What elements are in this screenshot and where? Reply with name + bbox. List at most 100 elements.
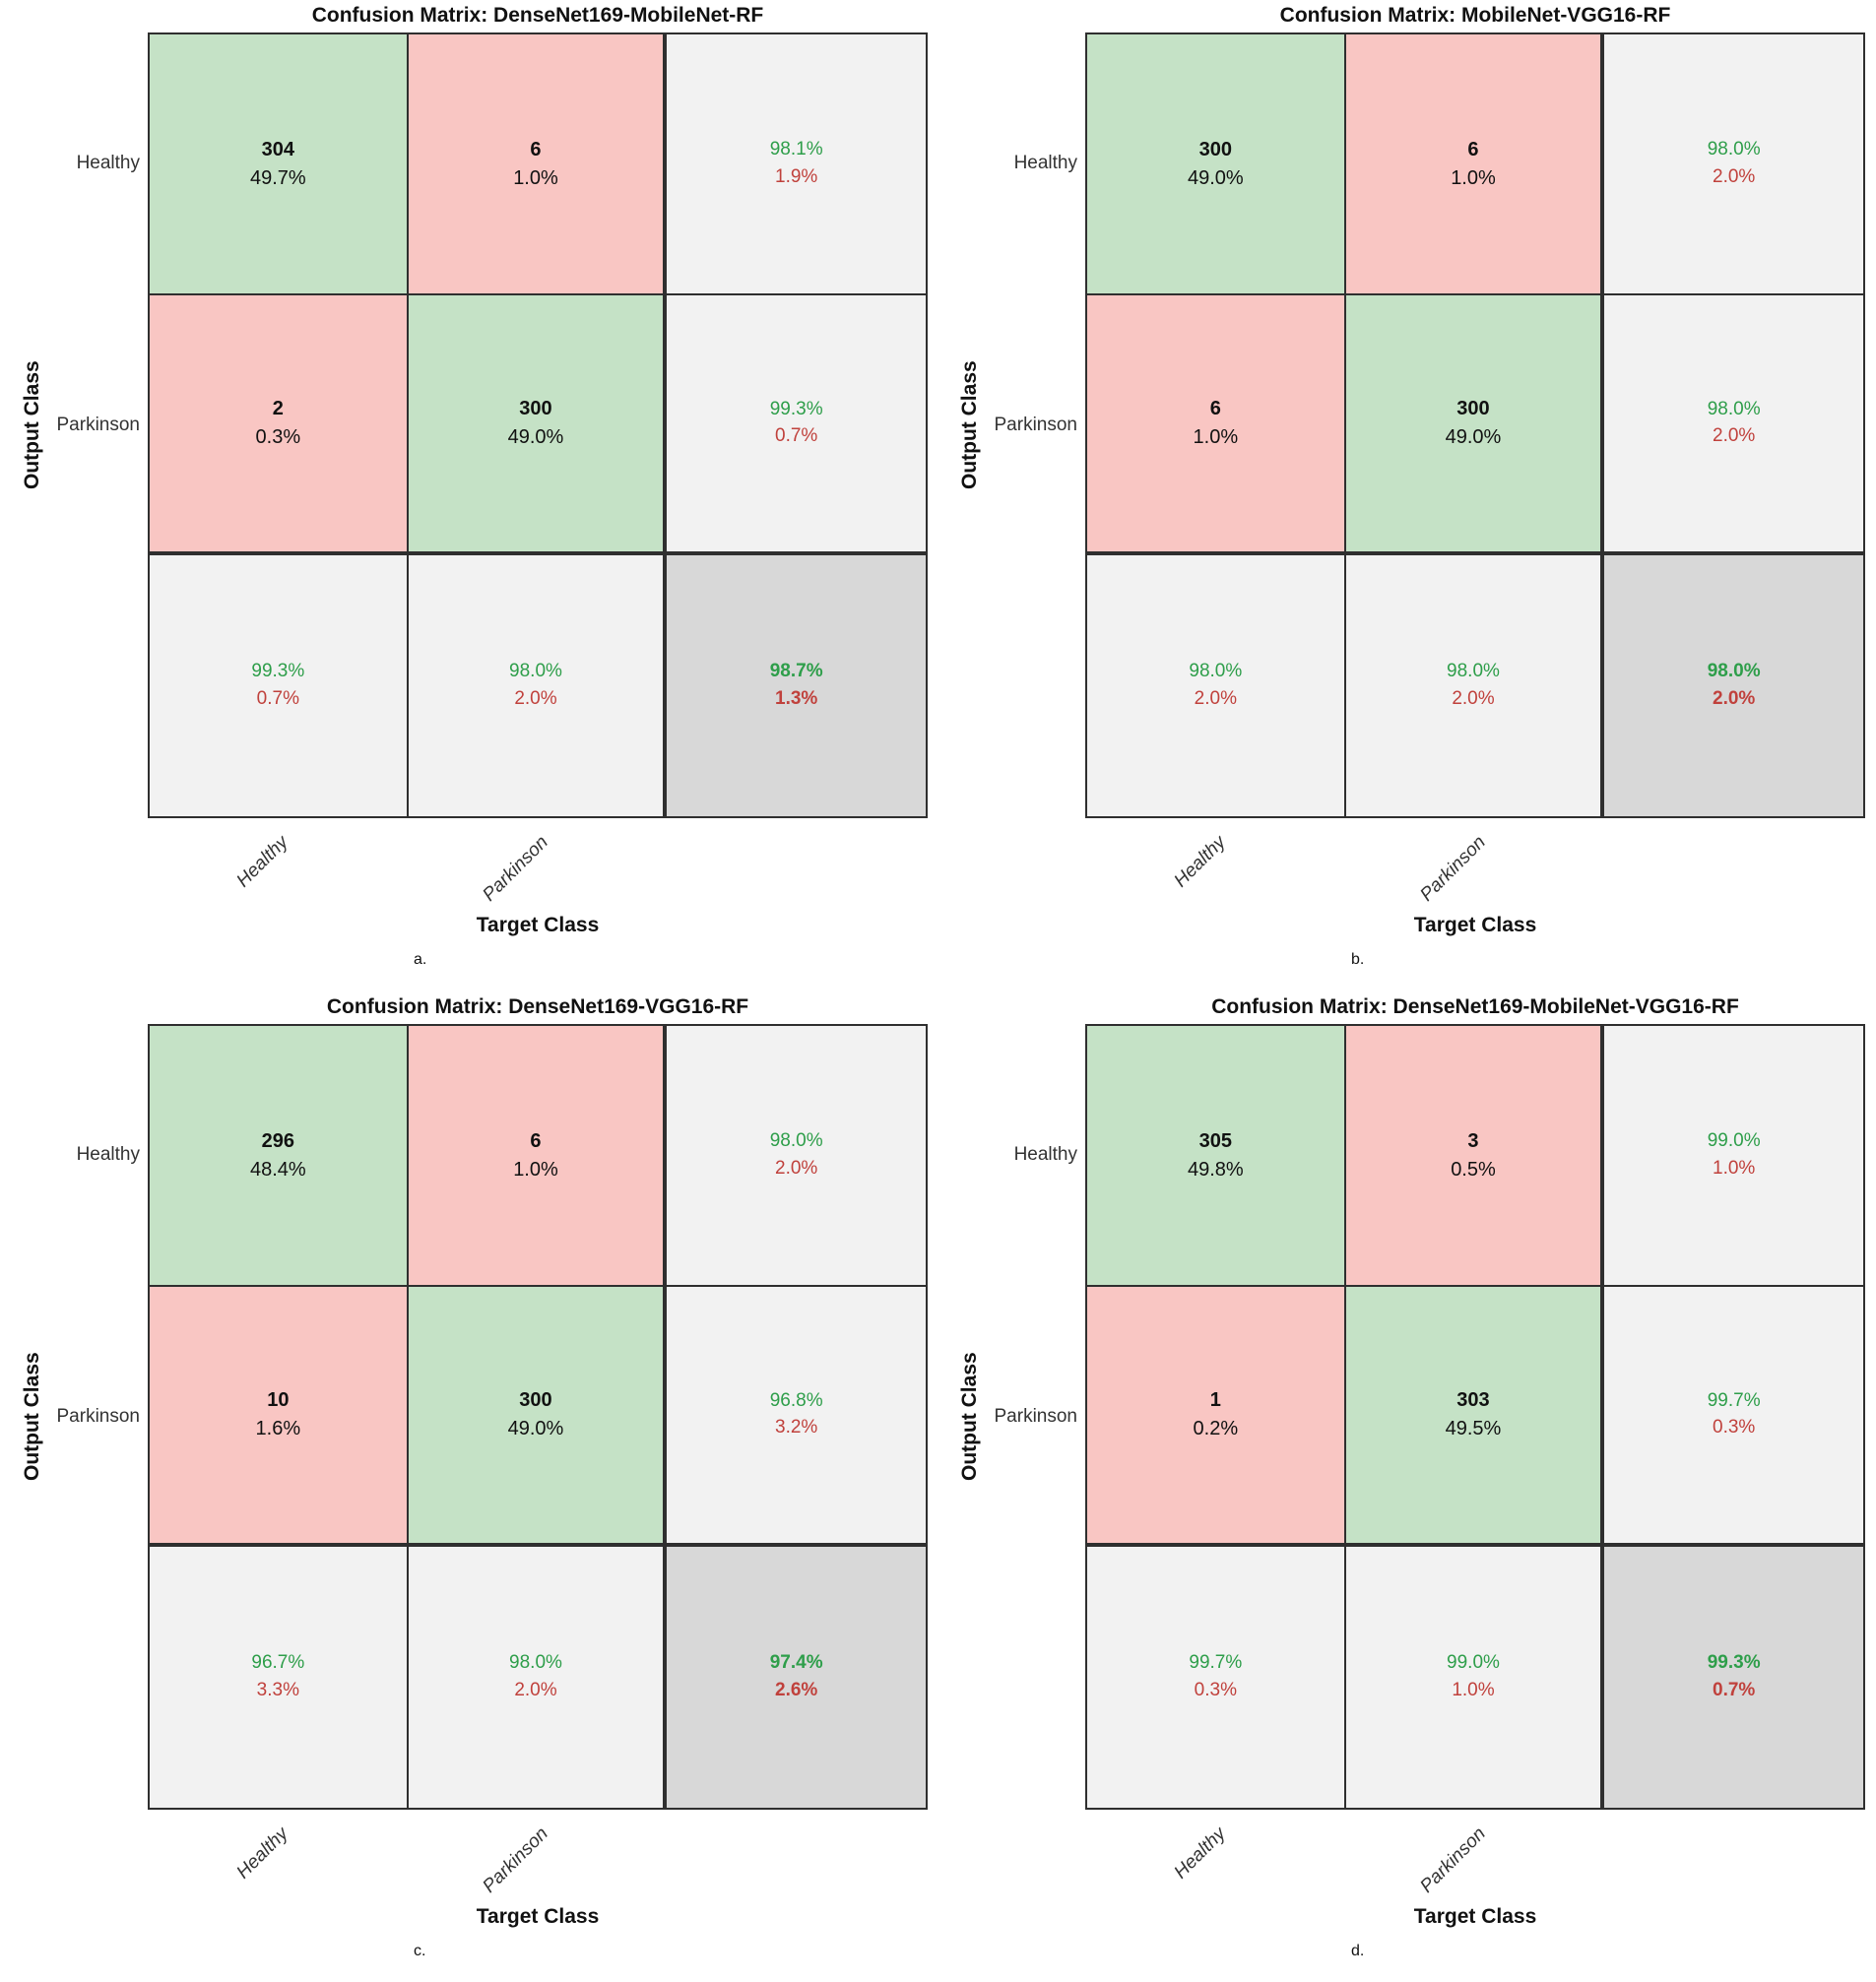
confusion-matrix-grid: 300 49.0% 6 1.0% 98.0% 2.0% 6 1.0% 300 4… bbox=[1085, 32, 1865, 818]
cell-count: 300 bbox=[1198, 138, 1233, 160]
matrix-cell-r1c3-row-summary: 99.0% 1.0% bbox=[1604, 1026, 1863, 1287]
summary-positive-percent: 98.0% bbox=[1707, 138, 1761, 160]
cell-count: 305 bbox=[1198, 1129, 1233, 1152]
matrix-cell-r3c3-overall-accuracy: 98.7% 1.3% bbox=[667, 555, 926, 816]
confusion-matrix-panel: Confusion Matrix: DenseNet169-MobileNet-… bbox=[0, 0, 938, 991]
cell-percent: 1.0% bbox=[1193, 426, 1239, 449]
matrix-cell-r1c2: 3 0.5% bbox=[1345, 1026, 1605, 1287]
summary-positive-percent: 99.7% bbox=[1707, 1389, 1761, 1411]
target-class-axis-label: Target Class bbox=[476, 1905, 600, 1928]
summary-positive-percent: 98.0% bbox=[509, 661, 562, 682]
confusion-matrix-grid: 296 48.4% 6 1.0% 98.0% 2.0% 10 1.6% 300 … bbox=[148, 1024, 928, 1810]
target-class-axis-label: Target Class bbox=[1413, 1905, 1537, 1928]
matrix-cell-r2c1: 6 1.0% bbox=[1087, 294, 1346, 556]
subfigure-caption: c. bbox=[414, 1943, 426, 1959]
cell-count: 6 bbox=[530, 1129, 542, 1152]
cell-count: 1 bbox=[1209, 1389, 1221, 1412]
summary-negative-percent: 1.0% bbox=[1713, 1157, 1756, 1179]
subfigure-caption: a. bbox=[414, 951, 427, 968]
summary-positive-percent: 99.3% bbox=[769, 398, 823, 419]
cell-percent: 49.7% bbox=[249, 166, 306, 189]
cell-percent: 1.0% bbox=[1451, 166, 1496, 189]
subfigure-caption: d. bbox=[1351, 1943, 1365, 1959]
summary-positive-percent: 99.0% bbox=[1447, 1652, 1500, 1674]
summary-positive-percent: 96.7% bbox=[251, 1652, 305, 1674]
confusion-matrix-panel: Confusion Matrix: MobileNet-VGG16-RF Out… bbox=[938, 0, 1876, 991]
panel-title: Confusion Matrix: DenseNet169-MobileNet-… bbox=[1211, 995, 1739, 1018]
matrix-cell-r2c1: 10 1.6% bbox=[150, 1286, 409, 1548]
matrix-cell-r2c2: 300 49.0% bbox=[1345, 294, 1605, 556]
summary-positive-percent: 99.7% bbox=[1189, 1652, 1243, 1674]
summary-negative-percent: 1.0% bbox=[1452, 1680, 1495, 1701]
cell-count: 6 bbox=[530, 138, 542, 160]
summary-positive-percent: 99.0% bbox=[1707, 1129, 1761, 1151]
summary-negative-percent: 2.0% bbox=[775, 1157, 818, 1179]
cell-percent: 0.5% bbox=[1451, 1158, 1496, 1181]
summary-positive-percent: 98.0% bbox=[769, 1129, 823, 1151]
cell-percent: 48.4% bbox=[249, 1158, 306, 1181]
cell-count: 10 bbox=[267, 1389, 290, 1412]
row-tick-parkinson: Parkinson bbox=[56, 1406, 141, 1427]
cell-percent: 0.2% bbox=[1193, 1418, 1239, 1440]
cell-count: 300 bbox=[519, 398, 552, 420]
confusion-matrix-grid: 305 49.8% 3 0.5% 99.0% 1.0% 1 0.2% 303 4… bbox=[1085, 1024, 1865, 1810]
summary-positive-percent: 98.0% bbox=[1707, 398, 1761, 419]
matrix-cell-r2c3-row-summary: 99.7% 0.3% bbox=[1604, 1286, 1863, 1548]
matrix-cell-r1c3-row-summary: 98.0% 2.0% bbox=[1604, 34, 1863, 295]
cell-percent: 49.0% bbox=[507, 426, 564, 449]
row-tick-healthy: Healthy bbox=[76, 153, 140, 173]
row-tick-healthy: Healthy bbox=[1013, 153, 1077, 173]
cell-count: 300 bbox=[1456, 398, 1490, 420]
matrix-cell-r1c3-row-summary: 98.0% 2.0% bbox=[667, 1026, 926, 1287]
matrix-cell-r3c1-col-summary: 96.7% 3.3% bbox=[150, 1547, 409, 1808]
summary-negative-percent: 1.9% bbox=[775, 165, 818, 187]
panel-title: Confusion Matrix: DenseNet169-VGG16-RF bbox=[326, 995, 749, 1018]
matrix-cell-r1c3-row-summary: 98.1% 1.9% bbox=[667, 34, 926, 295]
cell-percent: 1.6% bbox=[255, 1418, 301, 1440]
matrix-cell-r3c1-col-summary: 99.7% 0.3% bbox=[1087, 1547, 1346, 1808]
matrix-cell-r2c3-row-summary: 96.8% 3.2% bbox=[667, 1286, 926, 1548]
summary-positive-percent: 98.1% bbox=[769, 138, 823, 160]
overall-accuracy-percent: 98.0% bbox=[1707, 661, 1761, 682]
cell-count: 300 bbox=[519, 1389, 552, 1412]
summary-negative-percent: 2.0% bbox=[514, 688, 557, 710]
confusion-matrix-panel: Confusion Matrix: DenseNet169-VGG16-RF O… bbox=[0, 991, 938, 1982]
cell-percent: 49.0% bbox=[507, 1418, 564, 1440]
panel-title: Confusion Matrix: DenseNet169-MobileNet-… bbox=[311, 4, 764, 27]
summary-negative-percent: 2.0% bbox=[514, 1680, 557, 1701]
cell-count: 304 bbox=[261, 138, 295, 160]
target-class-axis-label: Target Class bbox=[1413, 914, 1537, 936]
summary-negative-percent: 0.3% bbox=[1194, 1680, 1237, 1701]
matrix-cell-r1c1: 300 49.0% bbox=[1087, 34, 1346, 295]
overall-accuracy-percent: 99.3% bbox=[1707, 1652, 1761, 1674]
matrix-cell-r2c2: 303 49.5% bbox=[1345, 1286, 1605, 1548]
summary-positive-percent: 96.8% bbox=[769, 1389, 823, 1411]
target-class-axis-label: Target Class bbox=[476, 914, 600, 936]
summary-negative-percent: 2.0% bbox=[1194, 688, 1237, 710]
summary-positive-percent: 98.0% bbox=[1189, 661, 1243, 682]
cell-percent: 49.5% bbox=[1445, 1418, 1502, 1440]
summary-positive-percent: 98.0% bbox=[1447, 661, 1500, 682]
matrix-cell-r3c1-col-summary: 98.0% 2.0% bbox=[1087, 555, 1346, 816]
row-tick-parkinson: Parkinson bbox=[994, 1406, 1078, 1427]
matrix-cell-r2c2: 300 49.0% bbox=[408, 294, 668, 556]
cell-percent: 1.0% bbox=[513, 166, 558, 189]
matrix-cell-r2c1: 2 0.3% bbox=[150, 294, 409, 556]
cell-percent: 49.0% bbox=[1187, 166, 1244, 189]
matrix-cell-r2c2: 300 49.0% bbox=[408, 1286, 668, 1548]
cell-count: 303 bbox=[1456, 1389, 1490, 1412]
cell-percent: 49.8% bbox=[1187, 1158, 1244, 1181]
matrix-cell-r1c1: 304 49.7% bbox=[150, 34, 409, 295]
summary-negative-percent: 2.0% bbox=[1713, 165, 1756, 187]
matrix-cell-r3c1-col-summary: 99.3% 0.7% bbox=[150, 555, 409, 816]
matrix-cell-r3c2-col-summary: 99.0% 1.0% bbox=[1345, 1547, 1605, 1808]
matrix-cell-r3c3-overall-accuracy: 99.3% 0.7% bbox=[1604, 1547, 1863, 1808]
summary-positive-percent: 98.0% bbox=[509, 1652, 562, 1674]
matrix-cell-r2c3-row-summary: 99.3% 0.7% bbox=[667, 294, 926, 556]
row-tick-healthy: Healthy bbox=[76, 1144, 140, 1165]
cell-count: 6 bbox=[1467, 138, 1479, 160]
overall-error-percent: 2.6% bbox=[775, 1680, 818, 1701]
row-tick-parkinson: Parkinson bbox=[994, 415, 1078, 435]
summary-negative-percent: 3.2% bbox=[775, 1417, 818, 1439]
